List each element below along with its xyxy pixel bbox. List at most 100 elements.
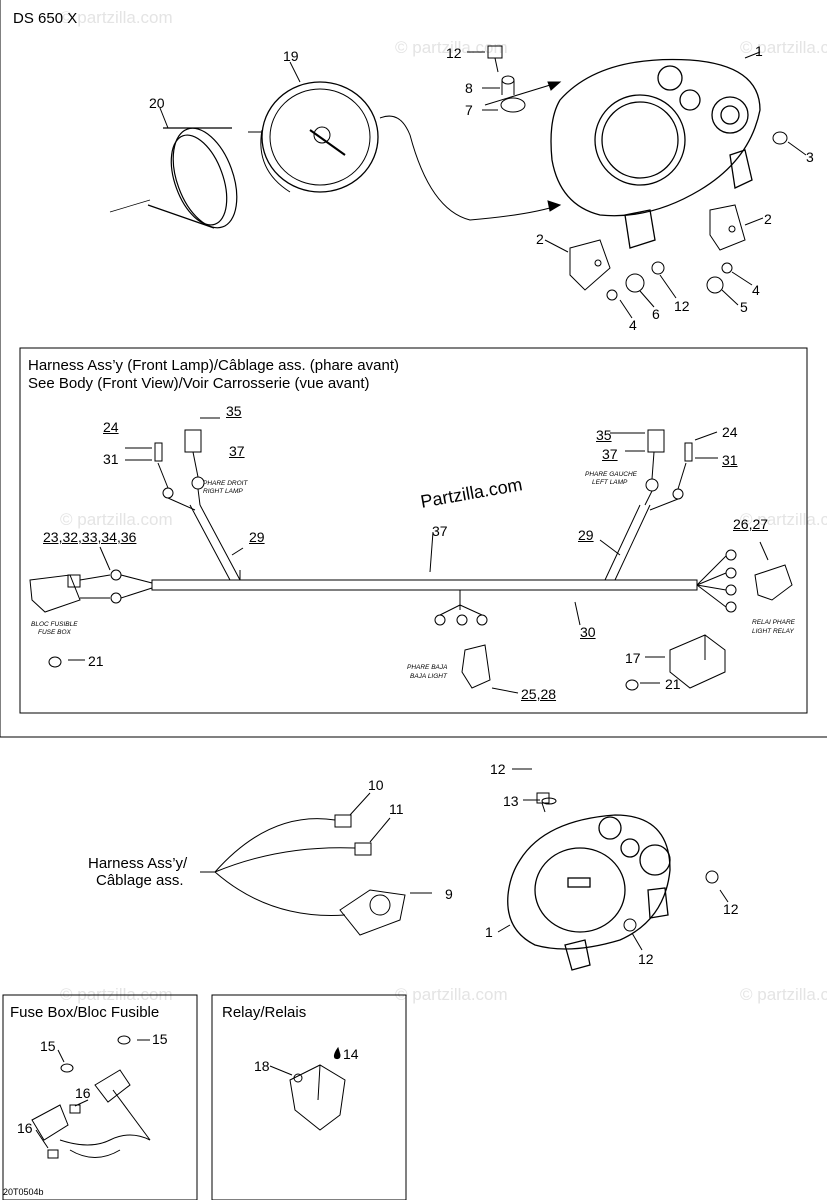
bloc-fusible-label: BLOC FUSIBLE: [31, 621, 78, 628]
bracket-left: [569, 239, 611, 291]
callout-24: 24: [103, 419, 119, 435]
phare-baja-label: PHARE BAJA: [407, 664, 448, 671]
callout-7: 7: [465, 102, 473, 118]
connector-24-right: [684, 442, 693, 462]
fuse-box-label: FUSE BOX: [38, 629, 71, 636]
nut-21-left: [48, 656, 62, 668]
callout-16: 16: [17, 1120, 33, 1136]
gauge: [248, 81, 379, 193]
callout-8: 8: [465, 80, 473, 96]
callout-12: 12: [674, 298, 690, 314]
right-lamp-label: RIGHT LAMP: [203, 488, 243, 495]
relay-17: [669, 634, 726, 689]
instrument-cluster: [550, 58, 761, 249]
relay-drawing: [269, 1046, 346, 1131]
harness-assy-label-1: Harness Ass’y/: [88, 855, 188, 872]
callout-14: 14: [343, 1046, 359, 1062]
model-title: DS 650 X: [13, 10, 78, 27]
callout-12: 12: [638, 951, 654, 967]
callout-1: 1: [485, 924, 493, 940]
watermark: © partzilla.com: [740, 510, 827, 529]
instrument-cluster-bottom: [507, 814, 671, 971]
watermark: © partzilla.com: [60, 510, 173, 529]
screw-12: [651, 261, 665, 275]
clip-13: [541, 797, 557, 805]
callout-17: 17: [625, 650, 641, 666]
callout-1: 1: [755, 43, 763, 59]
bezel-ring: [109, 127, 238, 229]
screw-12-right: [705, 870, 719, 884]
plug-3: [772, 131, 788, 145]
callout-2: 2: [536, 231, 544, 247]
left-lamp-label: LEFT LAMP: [592, 479, 628, 486]
callout-11: 11: [389, 801, 404, 817]
callout-30: 30: [580, 624, 596, 640]
callout-23-32-33-34-36: 23,32,33,34,36: [43, 529, 137, 545]
nut-4: [606, 289, 618, 301]
callout-37: 37: [602, 446, 618, 462]
harness-title-line1: Harness Ass’y (Front Lamp)/Câblage ass. …: [28, 357, 399, 374]
callout-37: 37: [432, 523, 448, 539]
harness-assy-label-2: Câblage ass.: [96, 872, 184, 889]
callout-29: 29: [578, 527, 594, 543]
screw-12-mid: [623, 918, 637, 932]
relay-panel-title: Relay/Relais: [222, 1004, 307, 1021]
connector-35-right: [647, 429, 665, 453]
callout-12: 12: [490, 761, 506, 777]
harness-frame: [19, 347, 808, 714]
switch-9: [339, 889, 406, 936]
callout-13: 13: [503, 793, 519, 809]
bulb-10: [334, 814, 352, 828]
callout-2: 2: [764, 211, 772, 227]
callout-4: 4: [752, 282, 760, 298]
callout-5: 5: [740, 299, 748, 315]
callout-3: 3: [806, 149, 814, 165]
callout-24: 24: [722, 424, 738, 440]
callout-4: 4: [629, 317, 637, 333]
relay-panel-frame: [211, 994, 407, 1200]
fuse-box-drawing: [31, 1035, 151, 1159]
callout-15: 15: [40, 1038, 56, 1054]
phare-droit-label: PHARE DROIT: [203, 480, 248, 487]
fuse-box-panel-frame: [2, 994, 198, 1200]
callout-10: 10: [368, 777, 384, 793]
callout-20: 20: [149, 95, 165, 111]
nut-4b: [721, 262, 733, 274]
watermark: © partzilla.com: [395, 985, 508, 1004]
bulb-11: [354, 842, 372, 856]
callout-12: 12: [446, 45, 462, 61]
phare-gauche-label: PHARE GAUCHE: [585, 471, 638, 478]
callout-26-27: 26,27: [733, 516, 769, 532]
callout-9: 9: [445, 886, 453, 902]
watermark: © partzilla.com: [60, 8, 173, 27]
callout-21: 21: [665, 676, 681, 692]
callout-25-28: 25,28: [521, 686, 557, 702]
callout-21: 21: [88, 653, 104, 669]
callout-35: 35: [226, 403, 242, 419]
callout-18: 18: [254, 1058, 270, 1074]
watermark: © partzilla.com: [740, 985, 827, 1004]
bracket-right: [709, 204, 746, 251]
callout-6: 6: [652, 306, 660, 322]
fuse-box-panel-title: Fuse Box/Bloc Fusible: [10, 1004, 160, 1021]
baja-light-connector: [434, 604, 491, 689]
light-relay-connector: [696, 549, 793, 613]
washer-6: [625, 273, 645, 293]
grommet-screw: [487, 45, 526, 113]
diagram-code: 20T0504b: [3, 1187, 44, 1197]
callout-37: 37: [229, 443, 245, 459]
fuse-box-connector: [29, 569, 153, 613]
relai-phare-label: RELAI PHARE: [752, 619, 795, 626]
harness-title-line2: See Body (Front View)/Voir Carrosserie (…: [28, 375, 370, 392]
callout-35: 35: [596, 427, 612, 443]
nut-21-right: [625, 679, 639, 691]
callout-29: 29: [249, 529, 265, 545]
callout-31: 31: [722, 452, 738, 468]
callout-12: 12: [723, 901, 739, 917]
light-relay-label: LIGHT RELAY: [752, 628, 794, 635]
connector-35-left: [184, 429, 202, 453]
callout-15: 15: [152, 1031, 168, 1047]
watermark: © partzilla.com: [740, 38, 827, 57]
callout-16: 16: [75, 1085, 91, 1101]
